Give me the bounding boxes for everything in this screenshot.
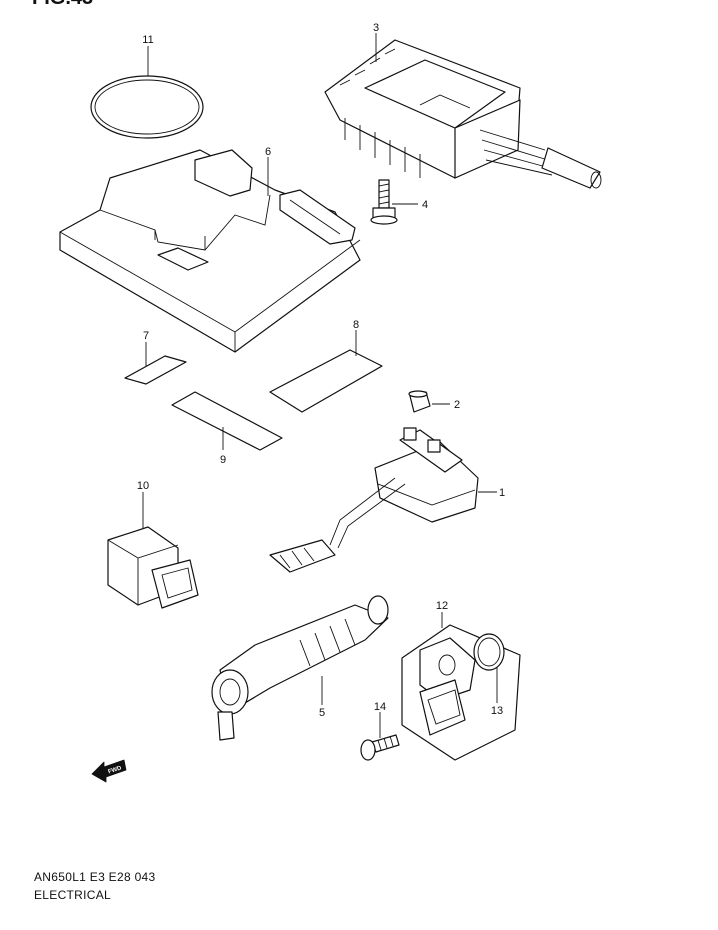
part-10-connector [107,526,199,609]
callout-4: 4 [422,199,428,211]
model-code: AN650L1 E3 E28 043 [34,870,156,884]
section-name: ELECTRICAL [34,888,112,902]
callout-5: 5 [319,707,325,719]
part-7-pad [124,355,187,385]
part-3-regulator-rectifier [324,39,602,189]
callout-12: 12 [436,600,448,612]
part-2-fuse [408,390,431,413]
callout-9: 9 [220,454,226,466]
part-5-ignition-coil [211,595,389,741]
part-14-bolt [360,734,400,761]
part-11-o-ring [90,75,204,139]
part-9-pad [171,391,283,451]
callout-8: 8 [353,319,359,331]
callout-10: 10 [137,480,149,492]
fwd-arrow-icon: FWD [91,759,127,783]
fwd-label: FWD [107,765,122,775]
part-13-o-ring [473,633,505,671]
part-8-pad [269,349,383,413]
callout-14: 14 [374,701,386,713]
callout-1: 1 [499,487,505,499]
callout-6: 6 [265,146,271,158]
callout-3: 3 [373,22,379,34]
part-6-ecm [59,149,361,353]
figure-title: FIG.43 [32,0,93,9]
part-4-bolt [370,179,398,225]
footer: AN650L1 E3 E28 043 ELECTRICAL [34,868,156,904]
leader-lines [142,33,498,738]
callout-7: 7 [143,330,149,342]
part-1-starter-relay [269,427,479,573]
callout-11: 11 [142,34,153,46]
callout-2: 2 [454,399,460,411]
callout-13: 13 [491,705,503,717]
